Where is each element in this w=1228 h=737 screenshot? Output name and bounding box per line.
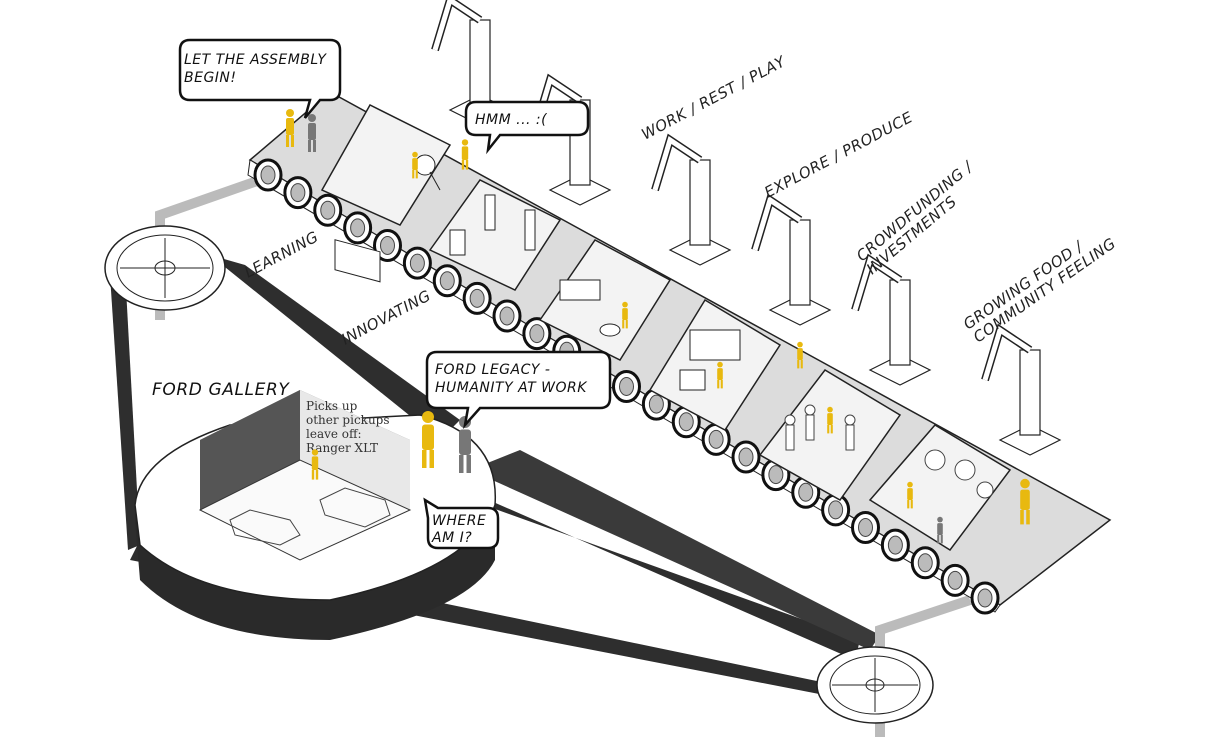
bubble-where: WHERE AM I? [423,497,500,550]
gear-top-left [104,225,226,311]
person-icon [827,406,833,434]
bubble-hmm-text: HMM ... :( [475,112,547,128]
photo-line-2: other pickups [306,413,390,427]
roller [880,528,910,562]
roller [253,158,283,192]
roller [402,246,432,280]
label-growing-2: COMMUNITY FEELING [970,234,1119,346]
roller [851,511,880,544]
person-icon [797,341,803,369]
roller [432,264,462,298]
bubble-where-line-2: AM I? [431,530,472,546]
person-icon [308,114,316,152]
crowd-icon [784,404,856,451]
person-icon [1020,478,1030,525]
bubble-legacy-line-1: FORD LEGACY - [435,362,550,378]
label-growing: GROWING FOOD / [960,237,1087,334]
person-icon [622,301,628,329]
gallery-title: FORD GALLERY [152,380,290,400]
person-icon [286,109,294,147]
stage-box-growing [868,424,1012,552]
label-innovating: INNOVATING [338,286,433,348]
bubble-assembly: LET THE ASSEMBLY BEGIN! [178,38,342,119]
robot-arm [651,133,732,266]
trees-icon [924,449,994,499]
bubble-legacy: FORD LEGACY - HUMANITY AT WORK [425,350,612,430]
stage-box-crowdfunding [758,369,902,501]
person-icon [422,411,434,468]
person-icon [907,481,913,509]
stage-box-innovating [428,179,562,291]
roller [462,281,492,315]
stage-box-work [538,239,672,361]
roller [612,370,641,403]
person-icon [717,361,723,389]
car-icon [229,487,391,546]
gear-bottom-right [816,646,934,724]
roller [940,563,970,597]
label-crowdfunding: CROWDFUNDING / [853,157,977,265]
machinery-icon [679,329,741,391]
gallery-photo: Picks up other pickups leave off: Ranger… [198,390,412,561]
bubble-assembly-line-1: LET THE ASSEMBLY [184,52,327,68]
human-figures [286,109,1030,544]
microscope-icon [449,194,536,256]
stage-box-explore [648,298,782,431]
photo-line-3: leave off: [306,427,362,441]
books-icon [334,154,441,283]
roller [522,317,552,351]
bubble-hmm: HMM ... :( [464,100,590,155]
label-learning: LEARNING [241,228,321,282]
robot-arm [751,193,832,326]
roller [731,440,761,474]
bubble-legacy-line-2: HUMANITY AT WORK [435,380,588,396]
robot-arm [981,323,1062,456]
roller [373,229,402,262]
person-icon [937,516,943,544]
robot-arm [531,73,612,206]
stage-box-learning [320,104,452,283]
belt-rollers [253,158,1000,615]
person-icon [461,139,469,170]
roller [492,299,522,333]
roller [343,211,373,245]
robot-arm [851,253,932,386]
bed-icon [559,279,621,337]
bubble-assembly-line-2: BEGIN! [184,70,237,86]
label-work: WORK / REST / PLAY [638,52,789,144]
roller [313,193,343,227]
roller [821,493,851,527]
person-icon [412,151,418,179]
roller [970,581,1000,615]
roller [910,546,940,580]
roller [283,176,313,210]
robot-arms [431,0,1062,456]
label-explore: EXPLORE / PRODUCE [761,108,915,201]
photo-line-4: Ranger XLT [306,441,378,455]
person-icon [311,449,319,480]
bubble-where-line-1: WHERE [432,513,486,529]
photo-line-1: Picks up [306,399,358,413]
